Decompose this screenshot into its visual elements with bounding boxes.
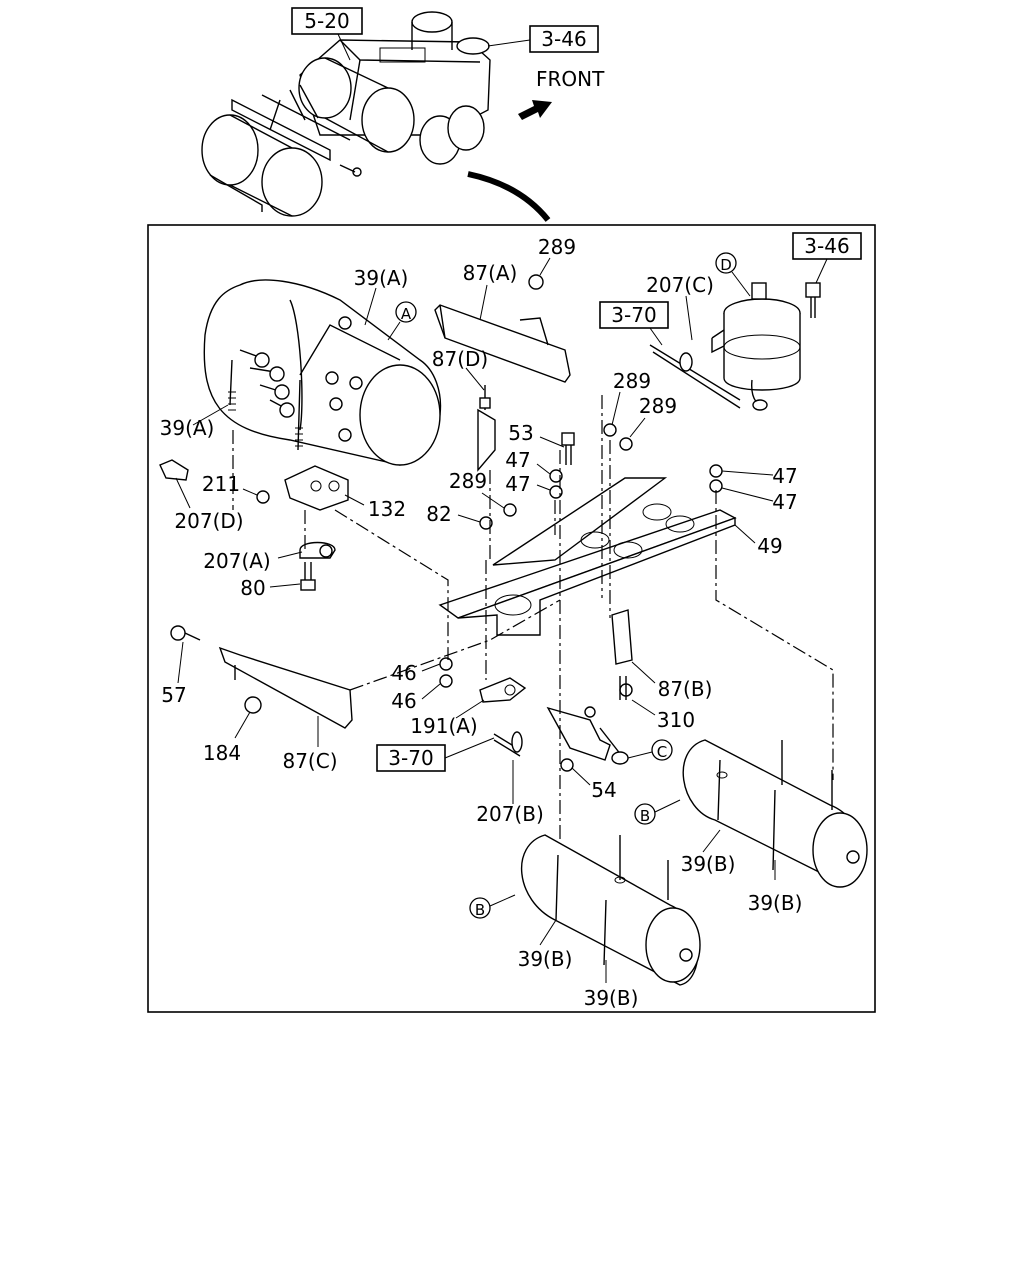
bracket-87a — [434, 274, 571, 383]
ref-box-5-20[interactable]: 5-20 — [291, 7, 363, 35]
label-207b: 207(B) — [476, 802, 544, 826]
callout-a: A — [395, 301, 417, 323]
label-46-a: 46 — [391, 661, 416, 685]
label-54: 54 — [591, 778, 616, 802]
front-arrow-icon — [518, 100, 552, 120]
ref-box-3-70-upper[interactable]: 3-70 — [599, 301, 669, 329]
label-80: 80 — [240, 576, 265, 600]
label-39b-b: 39(B) — [748, 891, 803, 915]
clamp-207a — [299, 541, 336, 559]
label-39a-left: 39(A) — [160, 416, 215, 440]
label-46-b: 46 — [391, 689, 416, 713]
label-289-r1: 289 — [613, 369, 651, 393]
svg-text:A: A — [401, 305, 412, 323]
callout-b-left: B — [469, 897, 491, 919]
bracket-87c — [218, 646, 353, 729]
label-87d: 87(D) — [432, 347, 488, 371]
bracket-87d — [477, 385, 496, 472]
front-label: FRONT — [536, 67, 605, 91]
label-207a: 207(A) — [203, 549, 270, 573]
label-289-mid: 289 — [449, 469, 487, 493]
label-53: 53 — [508, 421, 533, 445]
part-labels: 289 39(A) 87(A) 207(C) 87(D) 289 289 39(… — [160, 235, 803, 1010]
label-87c: 87(C) — [282, 749, 337, 773]
callout-c: C — [651, 739, 673, 761]
label-39b-a: 39(B) — [681, 852, 736, 876]
svg-text:B: B — [475, 901, 485, 919]
label-82: 82 — [426, 502, 451, 526]
label-47-c: 47 — [772, 464, 797, 488]
label-87b: 87(B) — [658, 677, 713, 701]
crossmember-49 — [438, 477, 737, 636]
ref-3-70-upper-label: 3-70 — [611, 303, 656, 327]
label-211: 211 — [202, 472, 240, 496]
bolt-57 — [170, 625, 201, 641]
bolt-53 — [561, 432, 575, 465]
label-310: 310 — [657, 708, 695, 732]
svg-text:D: D — [720, 256, 732, 274]
tank-39b-right — [682, 739, 868, 888]
ref-box-3-70-lower[interactable]: 3-70 — [376, 744, 446, 772]
ref-5-20-label: 5-20 — [304, 9, 349, 33]
label-47-d: 47 — [772, 490, 797, 514]
label-57: 57 — [161, 683, 186, 707]
clip-207d — [159, 459, 189, 481]
bolt-80 — [300, 562, 316, 591]
bracket-87b — [611, 609, 633, 700]
tank-39b-left — [521, 834, 701, 986]
ref-3-46-overview-label: 3-46 — [541, 27, 586, 51]
air-dryer-207c — [649, 282, 801, 411]
valve-assembly — [493, 706, 629, 765]
ref-3-70-lower-label: 3-70 — [388, 746, 433, 770]
tank-39a — [203, 279, 442, 466]
label-49: 49 — [757, 534, 782, 558]
overview-chassis-drawing — [201, 11, 551, 222]
nuts-group — [439, 423, 723, 772]
label-47-b: 47 — [505, 472, 530, 496]
ref-box-3-46-overview[interactable]: 3-46 — [529, 25, 599, 53]
ref-3-46-detail-label: 3-46 — [804, 234, 849, 258]
label-39b-d: 39(B) — [584, 986, 639, 1010]
label-207c: 207(C) — [646, 273, 714, 297]
detail-frame — [147, 224, 876, 1013]
label-289-top: 289 — [538, 235, 576, 259]
mount-191a — [479, 677, 527, 703]
label-207d: 207(D) — [174, 509, 243, 533]
label-289-r2: 289 — [639, 394, 677, 418]
ref-box-3-46-detail[interactable]: 3-46 — [792, 232, 862, 260]
label-39b-c: 39(B) — [518, 947, 573, 971]
label-132: 132 — [368, 497, 406, 521]
label-87a: 87(A) — [463, 261, 518, 285]
plate-132 — [284, 465, 349, 511]
label-191a: 191(A) — [410, 714, 477, 738]
leader-lines — [175, 257, 776, 983]
label-39a-top: 39(A) — [354, 266, 409, 290]
svg-text:B: B — [640, 807, 650, 825]
callout-d: D — [715, 252, 737, 274]
guide-lines — [232, 395, 834, 840]
bolt-3-46 — [805, 282, 821, 318]
label-184: 184 — [203, 741, 241, 765]
nut-211 — [256, 490, 270, 504]
callout-b-right: B — [634, 803, 656, 825]
svg-text:C: C — [657, 743, 667, 761]
label-47-a: 47 — [505, 448, 530, 472]
